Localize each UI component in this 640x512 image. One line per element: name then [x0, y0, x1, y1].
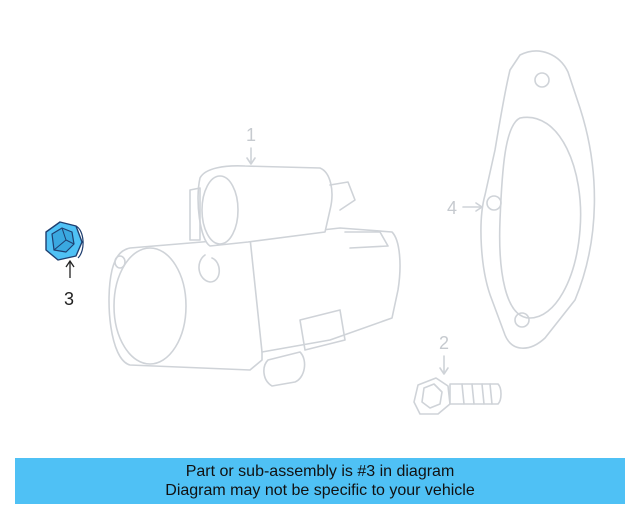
- svg-text:3: 3: [64, 289, 74, 309]
- info-banner: Part or sub-assembly is #3 in diagram Di…: [15, 458, 625, 504]
- callout-2: 2: [439, 333, 449, 375]
- callout-1: 1: [246, 125, 256, 165]
- gasket-part: [480, 50, 596, 349]
- svg-text:2: 2: [439, 333, 449, 353]
- callout-4: 4: [447, 198, 483, 218]
- callout-3: 3: [64, 259, 75, 309]
- banner-line-disclaimer: Diagram may not be specific to your vehi…: [165, 482, 475, 499]
- bolt-part: [413, 377, 502, 415]
- flange-nut-part[interactable]: [45, 221, 84, 261]
- starter-motor-part: [108, 165, 401, 387]
- banner-line-part-number: Part or sub-assembly is #3 in diagram: [185, 463, 455, 480]
- svg-text:4: 4: [447, 198, 457, 218]
- svg-text:1: 1: [246, 125, 256, 145]
